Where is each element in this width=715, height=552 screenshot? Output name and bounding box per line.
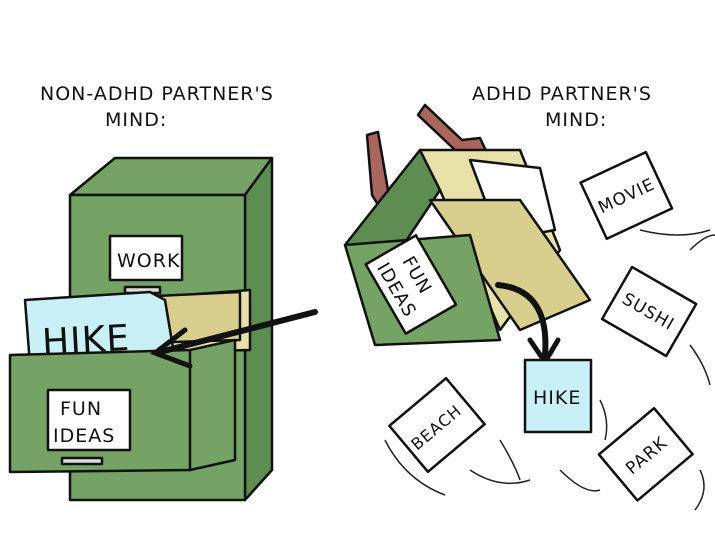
drawer-handle-icon bbox=[60, 456, 104, 466]
arrow-icon bbox=[149, 309, 318, 369]
work-label-card bbox=[108, 234, 184, 282]
left-title-line1: NON-ADHD PARTNER'S bbox=[40, 83, 274, 105]
right-title-line2: MIND: bbox=[545, 109, 607, 131]
tipped-box: FUN IDEAS bbox=[343, 148, 592, 347]
open-drawer: HIKE FUN IDEAS bbox=[8, 288, 252, 474]
arms bbox=[365, 103, 490, 214]
paper-hike: HIKE bbox=[523, 358, 593, 434]
open-drawer-label-line2: IDEAS bbox=[53, 425, 115, 447]
paper-beach: BEACH bbox=[388, 376, 486, 474]
svg-text:HIKE: HIKE bbox=[533, 387, 581, 409]
left-title-line2: MIND: bbox=[105, 109, 167, 131]
open-drawer-label-line1: FUN bbox=[60, 398, 102, 420]
motion-lines bbox=[384, 229, 715, 511]
paper-movie: MOVIE bbox=[579, 150, 674, 241]
work-label: WORK bbox=[117, 250, 180, 272]
right-title-line1: ADHD PARTNER'S bbox=[472, 83, 652, 105]
paper-park: PARK bbox=[597, 406, 694, 502]
paper-sushi: SUSHI bbox=[600, 265, 698, 358]
